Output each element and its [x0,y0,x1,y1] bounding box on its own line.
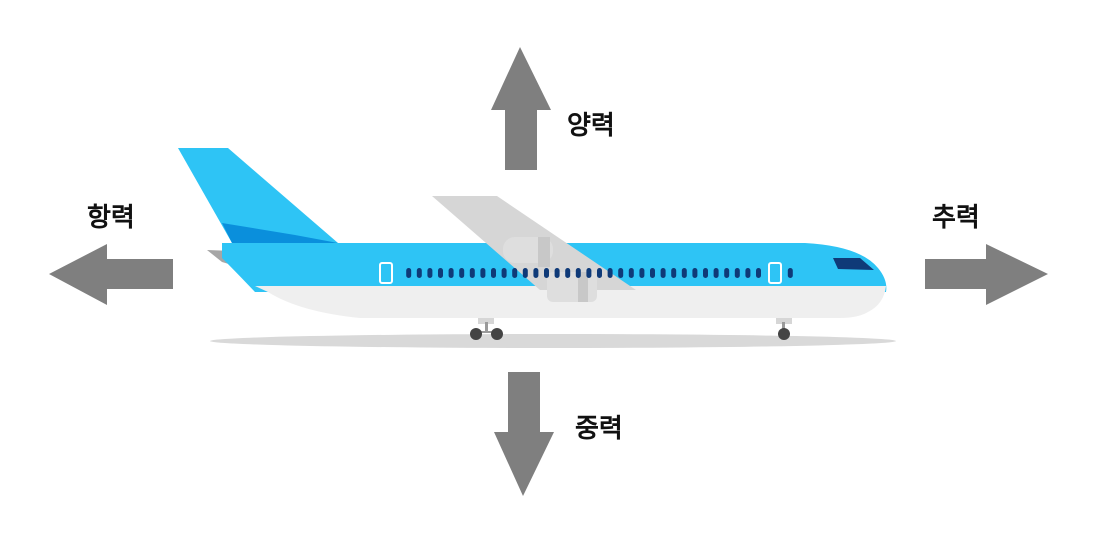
passenger-window [544,268,549,278]
passenger-window [650,268,655,278]
passenger-window [576,268,581,278]
passenger-window [703,268,708,278]
passenger-window [533,268,538,278]
passenger-window [692,268,697,278]
lift-label: 양력 [567,105,615,142]
passenger-window [502,268,507,278]
passenger-window [682,268,687,278]
passenger-window [491,268,496,278]
passenger-window [512,268,517,278]
passenger-window [480,268,485,278]
passenger-window [629,268,634,278]
passenger-window [586,268,591,278]
passenger-window [427,268,432,278]
passenger-window [735,268,740,278]
passenger-window [555,268,560,278]
drag-label: 항력 [87,197,135,234]
ground-shadow [210,334,896,348]
arrow-left-icon [49,244,173,305]
passenger-window [438,268,443,278]
thrust-label: 추력 [932,197,980,234]
passenger-window [788,268,793,278]
passenger-window [756,268,761,278]
passenger-window [523,268,528,278]
passenger-window [565,268,570,278]
passenger-window [661,268,666,278]
tail-fin [178,148,338,243]
passenger-window [671,268,676,278]
passenger-window [417,268,422,278]
passenger-window [724,268,729,278]
passenger-window [449,268,454,278]
passenger-window [745,268,750,278]
passenger-window [714,268,719,278]
arrow-down-icon [494,372,554,496]
arrow-right-icon [925,244,1048,305]
passenger-window [470,268,475,278]
passenger-window [459,268,464,278]
passenger-window [608,268,613,278]
passenger-window [618,268,623,278]
passenger-window [597,268,602,278]
passenger-window [406,268,411,278]
passenger-window [639,268,644,278]
weight-label: 중력 [575,408,623,445]
airplane-icon [178,148,886,340]
arrow-up-icon [491,47,551,170]
